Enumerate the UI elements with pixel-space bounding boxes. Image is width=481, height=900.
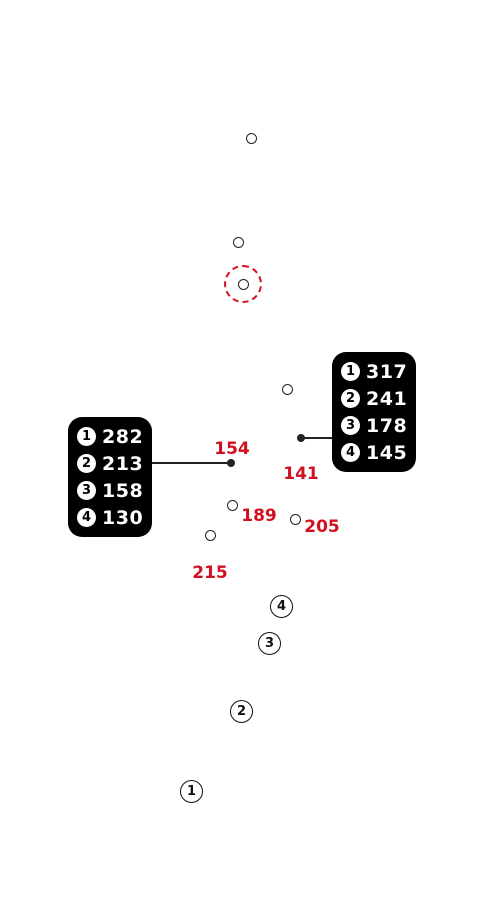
callout-row-value: 282 (102, 425, 144, 448)
callout-row-value: 241 (366, 387, 408, 410)
callout-box-left[interactable]: 1 282 2 213 3 158 4 130 (68, 417, 153, 537)
callout-row-number: 2 (77, 454, 96, 473)
callout-row: 1 317 (341, 358, 407, 385)
callout-row-number: 4 (77, 508, 96, 527)
highlight-ring (224, 265, 262, 303)
callout-row: 3 158 (77, 477, 143, 504)
callout-row-value: 213 (102, 452, 144, 475)
number-badge-1[interactable]: 1 (180, 780, 203, 803)
map-node (204, 529, 216, 541)
map-node (232, 236, 244, 248)
number-badge-4[interactable]: 4 (270, 595, 293, 618)
dimension-label: 154 (214, 439, 250, 459)
dimension-label: 189 (241, 506, 277, 526)
callout-row: 3 178 (341, 412, 407, 439)
number-badge-2[interactable]: 2 (230, 700, 253, 723)
callout-row-value: 317 (366, 360, 408, 383)
callout-row: 2 213 (77, 450, 143, 477)
callout-row: 4 145 (341, 439, 407, 466)
callout-row-value: 158 (102, 479, 144, 502)
callout-row-value: 130 (102, 506, 144, 529)
callout-row: 1 282 (77, 423, 143, 450)
map-node (226, 499, 238, 511)
map-node (281, 383, 293, 395)
leader-line-right (301, 437, 334, 439)
map-node (245, 132, 257, 144)
callout-row: 2 241 (341, 385, 407, 412)
dimension-label: 215 (192, 563, 228, 583)
callout-row-number: 3 (341, 416, 360, 435)
leader-anchor-right (297, 434, 305, 442)
callout-row-number: 1 (77, 427, 96, 446)
callout-row-value: 145 (366, 441, 408, 464)
leader-line-left (150, 462, 231, 464)
callout-row-number: 2 (341, 389, 360, 408)
callout-row-value: 178 (366, 414, 408, 437)
dimension-label: 141 (283, 464, 319, 484)
callout-box-right[interactable]: 1 317 2 241 3 178 4 145 (332, 352, 417, 472)
callout-row-number: 3 (77, 481, 96, 500)
leader-anchor-left (227, 459, 235, 467)
callout-row-number: 1 (341, 362, 360, 381)
map-node (289, 513, 301, 525)
number-badge-3[interactable]: 3 (258, 632, 281, 655)
callout-row-number: 4 (341, 443, 360, 462)
dimension-label: 205 (304, 517, 340, 537)
callout-row: 4 130 (77, 504, 143, 531)
